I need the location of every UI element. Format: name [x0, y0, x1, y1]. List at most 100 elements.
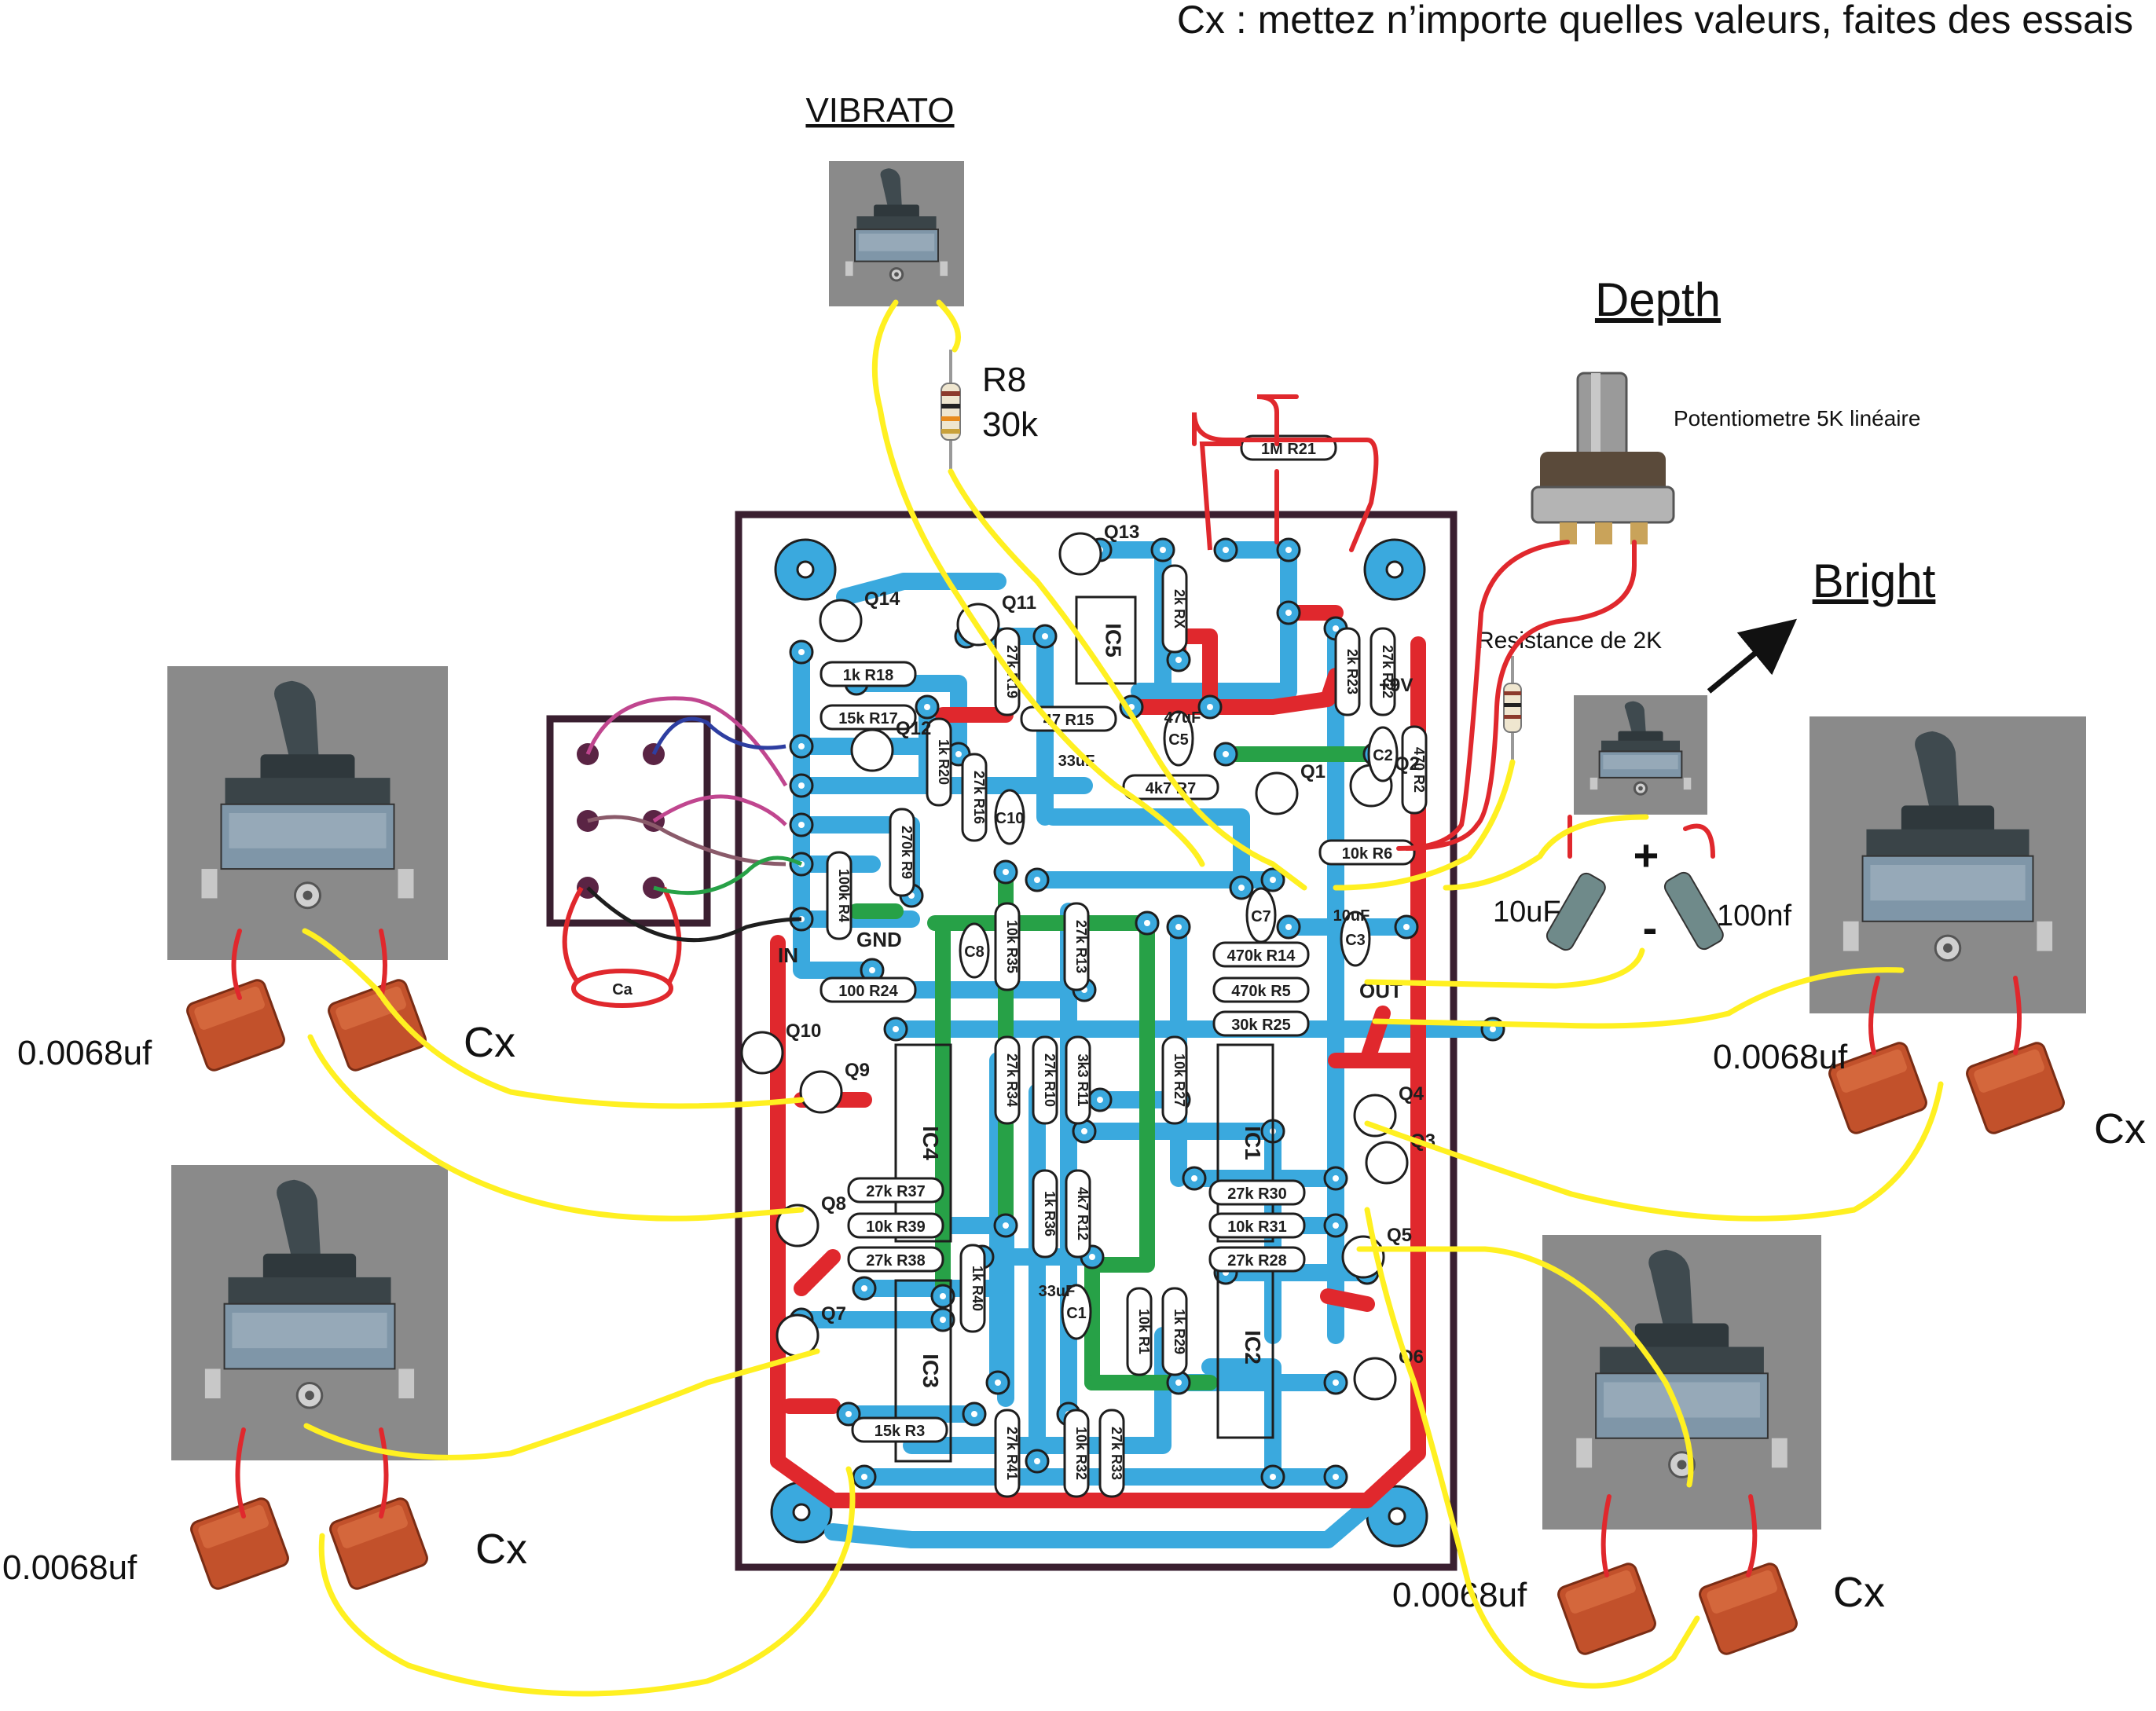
- capacitor-body: [994, 789, 1025, 845]
- resistor-body: [1098, 1409, 1125, 1498]
- bright-cap-left-label: 10uF: [1493, 896, 1561, 929]
- ic-label: IC3: [918, 1354, 943, 1388]
- bright-resistor-2k: [1503, 656, 1522, 762]
- capacitor-label: C7: [1251, 908, 1271, 925]
- bright-resistor-label: Resistance de 2K: [1477, 628, 1662, 654]
- resistor-label: 10k R32: [1073, 1427, 1089, 1480]
- resistor-body: [1126, 1287, 1153, 1376]
- resistor-body: [994, 1035, 1021, 1125]
- resistor-body: [1401, 725, 1428, 815]
- resistor-label: 27k R30: [1227, 1185, 1287, 1203]
- resistor-label: 27k R22: [1380, 645, 1395, 698]
- resistor-label: 27k R38: [866, 1252, 926, 1270]
- resistor-label: 470k R14: [1227, 947, 1296, 965]
- resistor-label: 3k3 R11: [1075, 1053, 1091, 1106]
- resistor-label: 27k R37: [866, 1183, 926, 1200]
- resistor-label: 10k R1: [1136, 1309, 1152, 1354]
- resistor-label: 10k R39: [866, 1218, 926, 1236]
- resistor-label: 270k R9: [899, 826, 915, 879]
- orange-capacitor: [1699, 1563, 1798, 1655]
- ic-label: IC4: [918, 1126, 943, 1160]
- resistor-body: [1161, 564, 1188, 654]
- resistor-body: [826, 851, 852, 940]
- resistor-body: [889, 808, 915, 897]
- resistor-label: 10k R6: [1342, 845, 1393, 863]
- bright-cap-10uf: [1546, 872, 1606, 951]
- transistor-body: [1353, 1357, 1397, 1401]
- transistor-label: Q7: [821, 1303, 846, 1324]
- capacitor-body: [1163, 710, 1194, 767]
- connector-ca-label: Ca: [612, 981, 632, 998]
- resistor-label: 10k R27: [1172, 1053, 1187, 1107]
- switch-3-cap-value: 0.0068uf: [1713, 1038, 1848, 1076]
- ic-label: IC5: [1102, 623, 1126, 658]
- orange-capacitor: [328, 979, 427, 1072]
- vibrato-r8-value: 30k: [982, 405, 1039, 444]
- resistor-label: 1k R29: [1172, 1309, 1187, 1354]
- transistor-body: [776, 1204, 820, 1248]
- resistor-label: 2k RX: [1172, 589, 1187, 628]
- resistor-label: 27k R33: [1109, 1427, 1124, 1480]
- resistor-label: 100k R4: [836, 869, 852, 922]
- capacitor-label: C3: [1345, 932, 1366, 949]
- resistor-body: [1318, 839, 1416, 866]
- switch-2-cx: Cx: [475, 1526, 527, 1573]
- resistor-label: 27k R16: [971, 771, 987, 824]
- six-pin-connector: Ca: [546, 715, 711, 1008]
- resistor-label: 10k R35: [1004, 920, 1020, 973]
- switch-4-cx: Cx: [1833, 1569, 1885, 1616]
- resistor-body: [1063, 1409, 1090, 1498]
- pcb-in-label: IN: [778, 943, 798, 967]
- resistor-body: [994, 1409, 1021, 1498]
- yellow-wires: [302, 299, 1944, 1697]
- transistor-body: [799, 1070, 843, 1114]
- resistor-body: [851, 1416, 948, 1443]
- transistor-label: Q4: [1399, 1083, 1424, 1105]
- resistor-body: [1212, 1010, 1310, 1037]
- transistor-label: Q9: [845, 1060, 870, 1081]
- switch-top-left: [167, 666, 448, 960]
- bright-cap-right-label: 100nf: [1717, 899, 1792, 932]
- resistor-body: [1161, 1035, 1188, 1125]
- resistor-body: [847, 1177, 944, 1204]
- capacitor-body: [959, 922, 990, 979]
- resistor-body: [1208, 1179, 1306, 1206]
- orange-capacitor: [329, 1497, 428, 1590]
- ic-label: IC1: [1241, 1126, 1265, 1160]
- transistor-body: [1255, 771, 1299, 815]
- resistor-label: 2k R23: [1344, 649, 1360, 694]
- orange-capacitor: [1966, 1042, 2065, 1134]
- transistor-body: [1353, 1094, 1397, 1138]
- resistor-body: [820, 661, 917, 687]
- orange-capacitor: [186, 979, 285, 1072]
- bright-title: Bright: [1813, 555, 1936, 607]
- switch-bottom-left: [171, 1165, 448, 1460]
- resistor-body: [847, 1246, 944, 1273]
- resistor-body: [1370, 627, 1396, 716]
- bright-minus: -: [1643, 903, 1658, 952]
- transistor-body: [1365, 1141, 1409, 1185]
- transistor-label: Q1: [1300, 761, 1326, 782]
- transistor-body: [776, 1313, 820, 1357]
- switch-2-cap-value: 0.0068uf: [2, 1548, 138, 1587]
- resistor-body: [1212, 976, 1310, 1003]
- bright-switch: [1574, 695, 1707, 815]
- depth-title: Depth: [1595, 273, 1721, 326]
- bright-cap-100nf: [1663, 871, 1724, 951]
- red-wires: [231, 394, 2022, 1577]
- resistor-label: 27k R10: [1042, 1053, 1058, 1107]
- resistor-body: [926, 717, 952, 807]
- resistor-label: 27k R13: [1073, 920, 1089, 973]
- resistor-body: [1065, 1035, 1091, 1125]
- transistor-label: Q5: [1387, 1225, 1412, 1246]
- orange-capacitors: [186, 979, 2065, 1655]
- ic-outline: [894, 1043, 952, 1243]
- resistor-label: 15k R17: [838, 710, 898, 727]
- resistor-label: 100 R24: [838, 983, 898, 1000]
- transistor-label: Q13: [1104, 522, 1139, 543]
- pcb-gnd-label: GND: [856, 928, 902, 951]
- vibrato-switch: [829, 161, 964, 306]
